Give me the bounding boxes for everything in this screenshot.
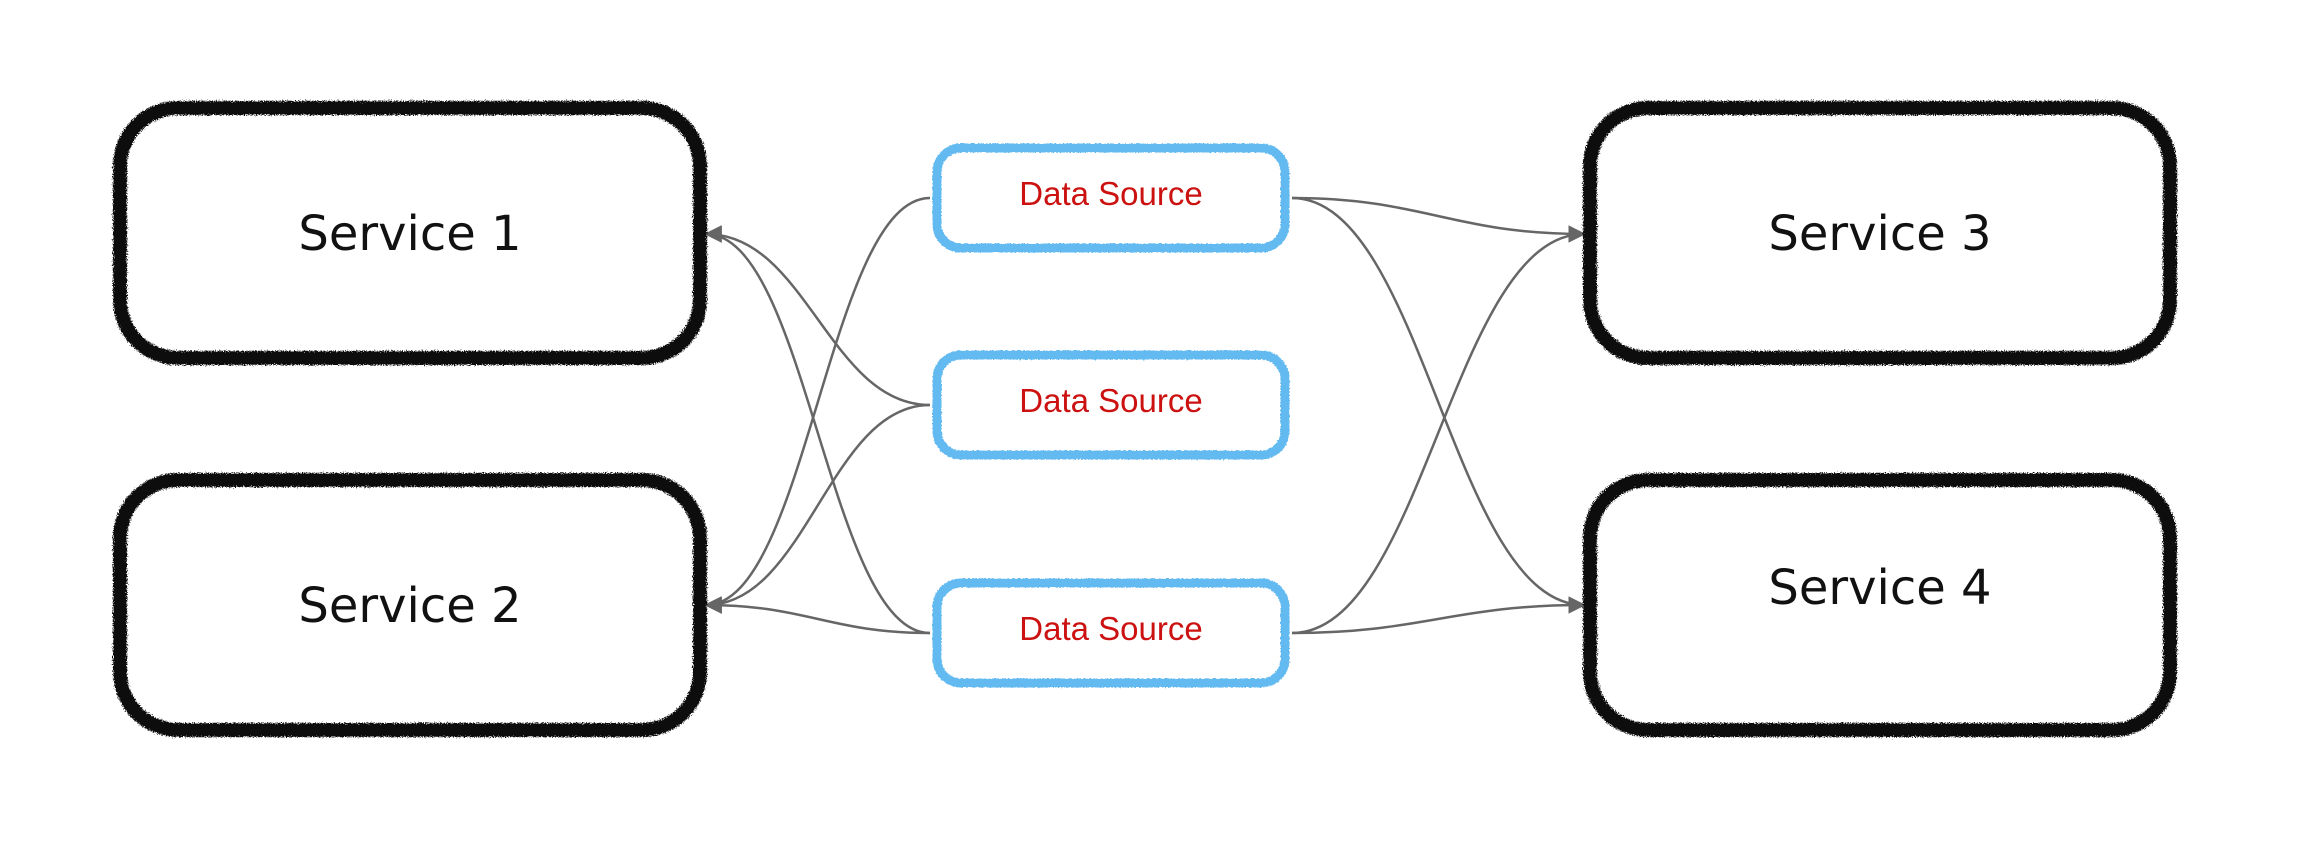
data-source-box-2-border [932, 350, 1290, 460]
connector-d2-to-s2 [704, 403, 931, 614]
service-box-2[interactable]: Service 2 [113, 473, 707, 737]
connector-d1-to-s3 [1291, 196, 1586, 243]
data-source-box-1[interactable]: Data Source [932, 143, 1290, 253]
data-source-1-label: Data Source [1019, 175, 1202, 212]
service-2-label: Service 2 [298, 578, 521, 634]
connector-d2-to-s1 [704, 225, 931, 407]
connector-d3-to-s2 [704, 596, 931, 635]
connector-d3-to-s4 [1291, 596, 1586, 635]
service-box-1[interactable]: Service 1 [113, 101, 707, 365]
service-1-label: Service 1 [298, 206, 521, 262]
data-source-2-label: Data Source [1019, 382, 1202, 419]
service-box-4[interactable]: Service 4 [1583, 473, 2177, 737]
service-box-1-border [113, 101, 707, 365]
service-box-2-border [113, 473, 707, 737]
connector-d3-to-s1 [704, 225, 931, 635]
service-3-label: Service 3 [1768, 206, 1991, 262]
connector-d1-to-s2 [704, 196, 931, 614]
service-box-3[interactable]: Service 3 [1583, 101, 2177, 365]
data-source-box-1-border [932, 143, 1290, 253]
data-source-3-label: Data Source [1019, 610, 1202, 647]
connector-d3-to-s3 [1291, 225, 1586, 635]
service-box-4-border [1583, 473, 2177, 737]
service-box-3-border [1583, 101, 2177, 365]
service-4-label: Service 4 [1768, 560, 1991, 616]
data-source-box-2[interactable]: Data Source [932, 350, 1290, 460]
connector-d1-to-s4 [1291, 196, 1586, 614]
connector-layer [704, 196, 1586, 635]
data-source-box-3[interactable]: Data Source [932, 578, 1290, 688]
data-source-box-3-border [932, 578, 1290, 688]
